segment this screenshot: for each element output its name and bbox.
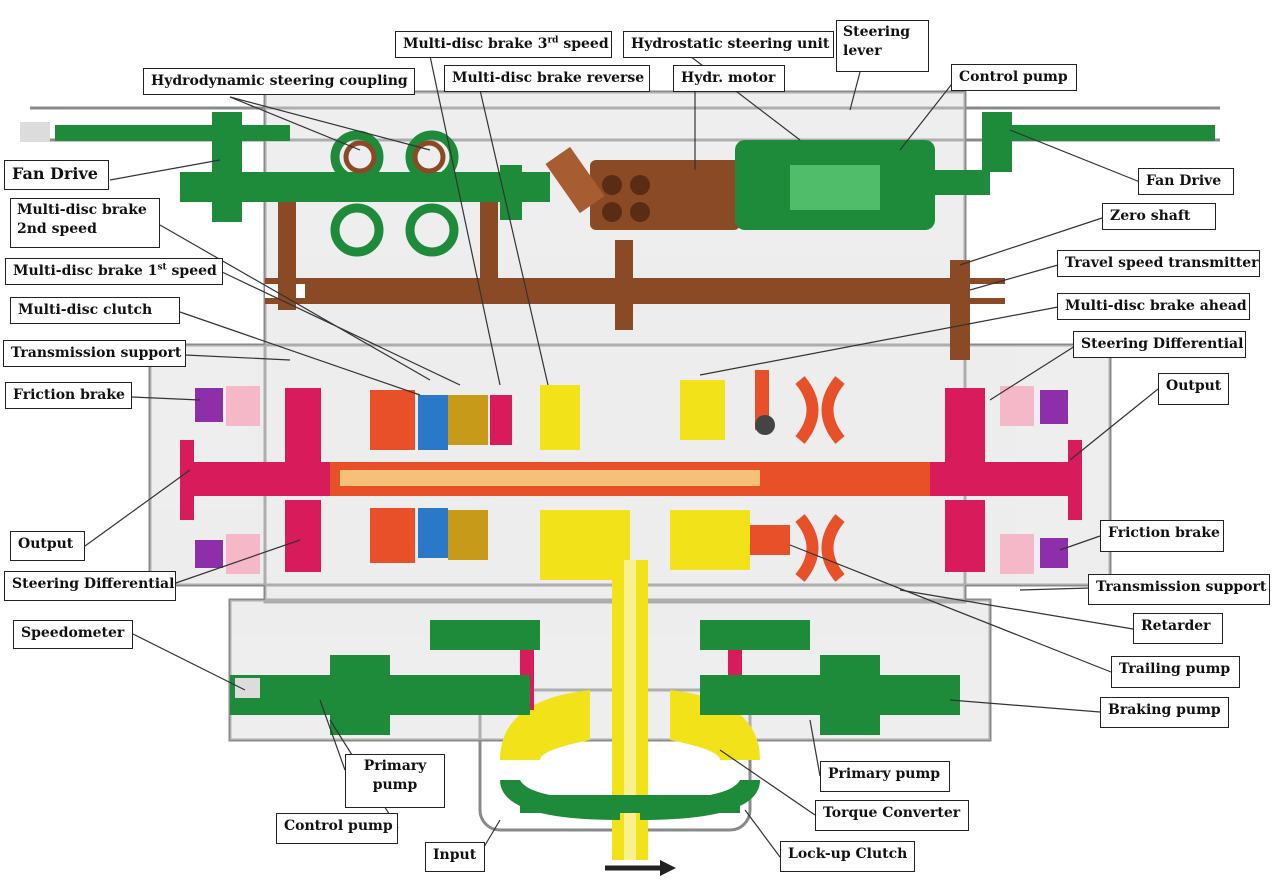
label-steering-differential-left: Steering Differential xyxy=(4,571,176,601)
label-transmission-support-left: Transmission support xyxy=(3,340,186,367)
left-gearing xyxy=(195,385,630,580)
label-speedometer: Speedometer xyxy=(13,620,133,649)
label-multidisc-brake-ahead: Multi-disc brake ahead xyxy=(1057,293,1250,320)
label-lockup-clutch: Lock-up Clutch xyxy=(780,841,915,872)
label-torque-converter: Torque Converter xyxy=(815,800,969,831)
label-multidisc-brake-2nd-speed: Multi-disc brake 2nd speed xyxy=(10,198,160,248)
label-output-right: Output xyxy=(1158,373,1229,405)
input-arrow xyxy=(605,860,676,876)
label-fan-drive-right: Fan Drive xyxy=(1138,168,1234,195)
label-multidisc-brake-1st-speed: Multi-disc brake 1st speed xyxy=(5,258,223,285)
label-primary-pump-right: Primary pump xyxy=(820,761,950,792)
label-multidisc-brake-3rd-speed: Multi-disc brake 3rd speed xyxy=(395,31,612,58)
label-primary-pump-left: Primary pump xyxy=(345,754,445,808)
label-zero-shaft: Zero shaft xyxy=(1102,203,1216,230)
label-hydr-motor: Hydr. motor xyxy=(673,65,785,92)
label-control-pump-top: Control pump xyxy=(951,64,1077,91)
label-friction-brake-left: Friction brake xyxy=(5,382,132,409)
steering-coupling-rings xyxy=(330,130,459,257)
hydrostatic-unit xyxy=(545,140,935,230)
label-multidisc-clutch: Multi-disc clutch xyxy=(10,297,180,324)
label-braking-pump: Braking pump xyxy=(1100,697,1229,728)
pump-shafts xyxy=(230,620,960,735)
label-friction-brake-right: Friction brake xyxy=(1100,520,1224,552)
label-travel-speed-transmitter: Travel speed transmitter xyxy=(1057,250,1260,277)
label-hydrostatic-steering-unit: Hydrostatic steering unit xyxy=(623,31,834,58)
leader-lines xyxy=(84,55,1159,858)
main-shaft xyxy=(180,440,1082,520)
label-steering-differential-right: Steering Differential xyxy=(1073,331,1246,358)
torque-converter xyxy=(500,560,760,860)
label-multidisc-brake-reverse: Multi-disc brake reverse xyxy=(444,65,650,92)
label-input: Input xyxy=(425,842,485,872)
label-hydrodynamic-steering-coupling: Hydrodynamic steering coupling xyxy=(143,68,415,95)
label-fan-drive-left: Fan Drive xyxy=(4,160,109,190)
fan-drive-shafts xyxy=(20,112,1215,222)
label-retarder: Retarder xyxy=(1133,613,1223,644)
label-steering-lever: Steering lever xyxy=(836,20,929,72)
right-gearing xyxy=(670,370,1068,582)
label-output-left: Output xyxy=(10,531,85,561)
label-control-pump-bottom: Control pump xyxy=(276,813,398,844)
label-transmission-support-right: Transmission support xyxy=(1088,574,1270,605)
label-trailing-pump: Trailing pump xyxy=(1111,656,1240,688)
zero-shaft xyxy=(265,190,1005,360)
